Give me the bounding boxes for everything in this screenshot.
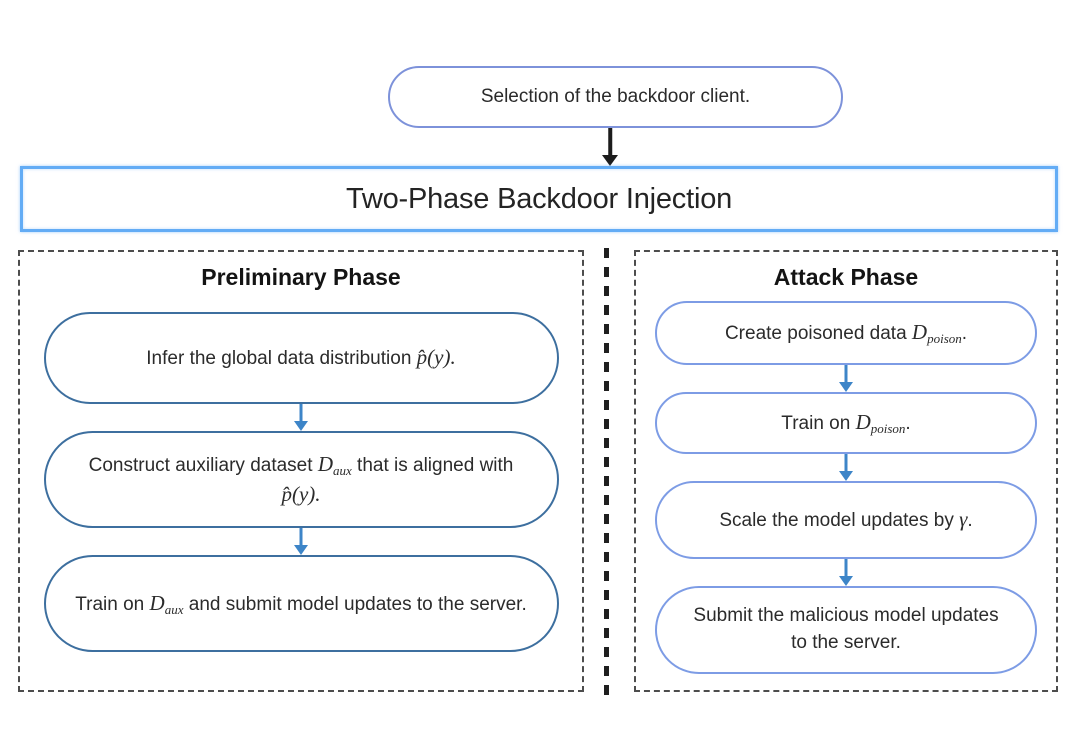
step-text: Create poisoned data Dpoison.	[724, 320, 968, 347]
math-symbol: p̂(y).	[281, 481, 321, 506]
down-arrow-icon	[20, 528, 582, 555]
page-title: Two-Phase Backdoor Injection	[345, 182, 733, 215]
flow-step-box: Construct auxiliary dataset Daux that is…	[43, 431, 559, 528]
step-text: Construct auxiliary dataset Daux that is…	[88, 451, 514, 506]
step-text: Submit the malicious model updates to th…	[693, 605, 999, 653]
flow-step-box: Scale the model updates by γ.	[655, 481, 1037, 559]
flow-step-box: Create poisoned data Dpoison.	[655, 301, 1037, 365]
math-symbol: Daux	[149, 590, 184, 617]
selection-node: Selection of the backdoor client.	[388, 66, 843, 128]
math-symbol: Dpoison	[855, 410, 906, 437]
selection-node-label: Selection of the backdoor client.	[480, 86, 751, 107]
arrow-stem	[608, 128, 612, 156]
step-text: Train on Daux and submit model updates t…	[75, 590, 527, 617]
phase-divider	[604, 248, 609, 695]
math-symbol: Dpoison	[911, 320, 962, 347]
down-arrow-icon	[636, 559, 1056, 586]
math-symbol: p̂(y).	[416, 345, 456, 370]
down-arrow-icon	[20, 404, 582, 431]
math-symbol: Daux	[317, 451, 352, 478]
flow-step-box: Train on Daux and submit model updates t…	[43, 555, 559, 652]
preliminary-panel: Preliminary Phase Infer the global data …	[18, 250, 584, 692]
attack-steps: Create poisoned data Dpoison. Train on Dp…	[636, 301, 1056, 674]
step-text: Scale the model updates by γ.	[719, 507, 973, 532]
flow-step-box: Infer the global data distribution p̂(y)…	[43, 312, 559, 404]
attack-phase-heading: Attack Phase	[773, 264, 919, 290]
preliminary-steps: Infer the global data distribution p̂(y)…	[20, 312, 582, 652]
preliminary-phase-heading: Preliminary Phase	[201, 264, 401, 290]
step-text: Infer the global data distribution p̂(y)…	[146, 345, 456, 370]
math-symbol: γ	[959, 507, 968, 532]
flow-step-box: Submit the malicious model updates to th…	[655, 586, 1037, 674]
down-arrow-icon	[596, 128, 624, 166]
arrow-head	[602, 155, 618, 166]
title-banner: Two-Phase Backdoor Injection	[20, 166, 1058, 232]
down-arrow-icon	[636, 454, 1056, 481]
flow-step-box: Train on Dpoison.	[655, 392, 1037, 454]
step-text: Train on Dpoison.	[781, 410, 911, 437]
down-arrow-icon	[636, 365, 1056, 392]
attack-panel: Attack Phase Create poisoned data Dpoiso…	[634, 250, 1058, 692]
